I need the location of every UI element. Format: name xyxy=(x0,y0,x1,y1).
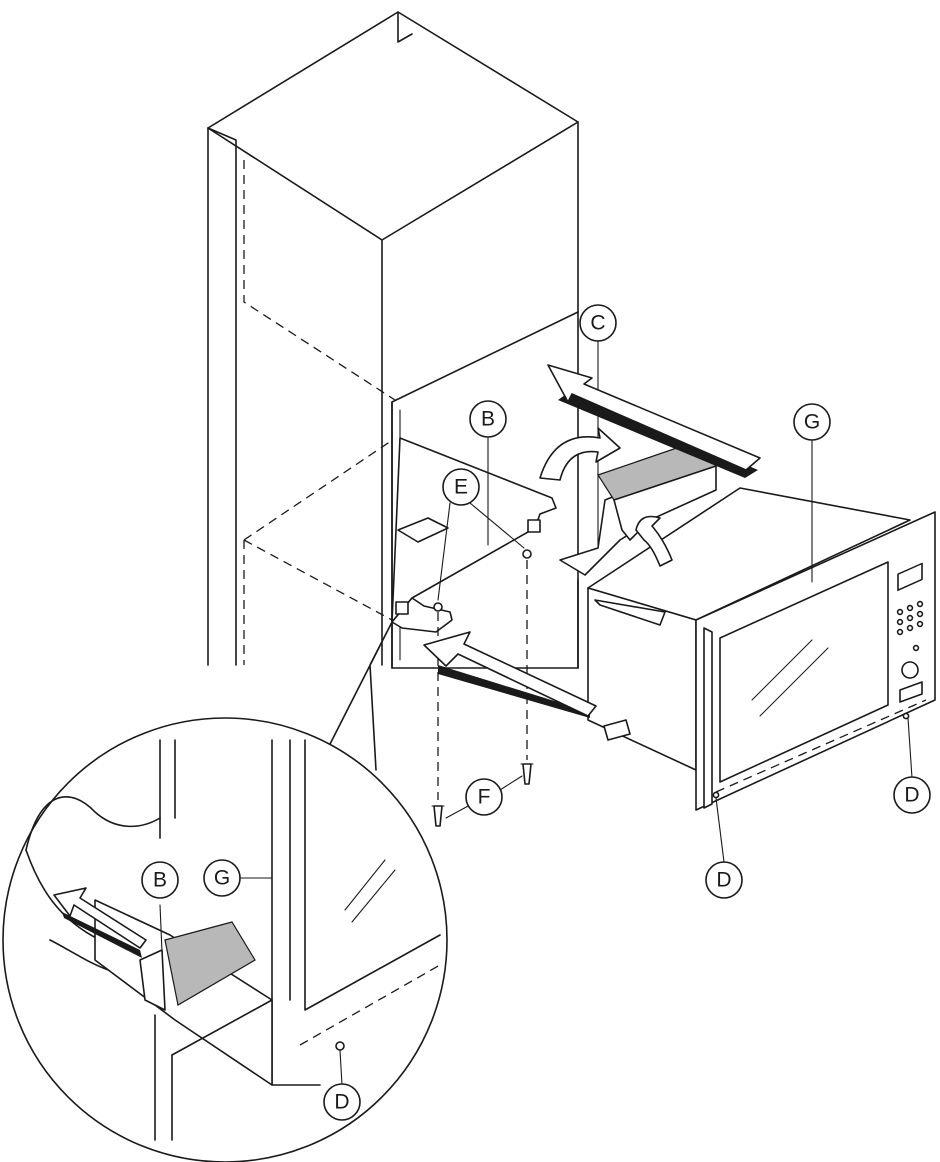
screw-right xyxy=(520,763,534,785)
callout-leader-e-left xyxy=(437,502,451,601)
detail-bracket-b xyxy=(139,949,166,1011)
bracket-tab xyxy=(397,517,449,543)
appliance xyxy=(587,487,936,863)
trim-hidden-line xyxy=(715,699,927,793)
callout-b-main: B xyxy=(469,400,507,438)
callout-d-detail: D xyxy=(323,1083,361,1121)
screw-left xyxy=(431,805,445,827)
detail-leader-b xyxy=(159,904,163,953)
control-button xyxy=(899,681,923,703)
detail-trim-hole xyxy=(335,1041,345,1051)
trim-base-plate xyxy=(594,599,666,626)
callout-e-label: E xyxy=(454,476,468,499)
trim-hole-right xyxy=(902,712,910,720)
callout-b-detail: B xyxy=(141,861,179,899)
detail-glass-line-2 xyxy=(351,869,396,923)
callout-d-right: D xyxy=(893,776,931,814)
control-display xyxy=(897,562,923,592)
callout-e: E xyxy=(442,468,480,506)
callout-leader-e-right xyxy=(469,502,525,549)
detail-hidden-line xyxy=(299,964,441,1046)
callout-g-detail-label: G xyxy=(214,867,230,890)
callout-leader-f-right xyxy=(499,775,523,791)
detail-arrow xyxy=(53,887,147,958)
bracket-hole-right xyxy=(522,549,532,559)
hidden-line-base xyxy=(243,539,393,621)
arrows xyxy=(423,364,761,718)
callout-d-bottom-label: D xyxy=(716,869,731,892)
cabinet-left-inner xyxy=(207,127,237,666)
glass-reflection-2 xyxy=(759,647,829,717)
callout-leaders xyxy=(437,437,813,601)
callout-d-bottom: D xyxy=(705,861,743,899)
appliance-foot xyxy=(603,719,631,741)
control-dial xyxy=(901,661,919,679)
detail-contents xyxy=(25,739,441,1141)
cabinet xyxy=(207,11,579,666)
bracket-clip-left xyxy=(395,601,409,615)
detail-leader-d xyxy=(339,1049,343,1086)
hidden-line-upper xyxy=(243,160,396,401)
detail-pointer xyxy=(325,621,393,771)
callout-leader-f-left xyxy=(445,804,471,819)
callout-g-detail: G xyxy=(203,859,241,897)
callout-leader-d-right xyxy=(907,717,913,779)
callout-f: F xyxy=(465,778,503,816)
mounting-bracket xyxy=(391,437,557,633)
appliance-front-edge xyxy=(703,627,713,809)
callout-c-label: C xyxy=(590,312,605,335)
glass-reflection-1 xyxy=(751,639,813,701)
callout-d-detail-label: D xyxy=(334,1091,349,1114)
detail-view xyxy=(2,621,448,1162)
bracket-clip-right xyxy=(527,519,541,533)
detail-window-edge xyxy=(304,739,441,1011)
arrow-insert-top xyxy=(547,364,761,478)
callout-b-main-label: B xyxy=(481,408,495,431)
callout-f-label: F xyxy=(478,786,491,809)
trim-piece xyxy=(559,339,717,626)
cabinet-top xyxy=(207,11,579,241)
screws xyxy=(431,560,534,827)
keypad xyxy=(896,600,924,652)
callout-leader-d-bottom xyxy=(715,797,725,863)
arrow-curved-upper xyxy=(539,427,621,481)
detail-glass-line-1 xyxy=(344,859,386,911)
detail-shaded-block xyxy=(164,921,256,1006)
hidden-line-shelf xyxy=(243,434,401,541)
callout-g-main: G xyxy=(793,403,831,441)
callout-b-detail-label: B xyxy=(153,869,167,892)
detail-cutaway-top xyxy=(25,796,161,851)
detail-base-line xyxy=(171,999,273,1056)
trim-hole-left xyxy=(712,791,720,799)
callout-g-main-label: G xyxy=(804,411,820,434)
arrow-curved-lower xyxy=(635,515,673,567)
cabinet-notch xyxy=(397,11,413,43)
arrow-insert-bottom xyxy=(423,631,597,718)
callout-d-right-label: D xyxy=(904,784,919,807)
bracket-hole-left xyxy=(433,602,443,612)
callout-c: C xyxy=(579,304,617,342)
